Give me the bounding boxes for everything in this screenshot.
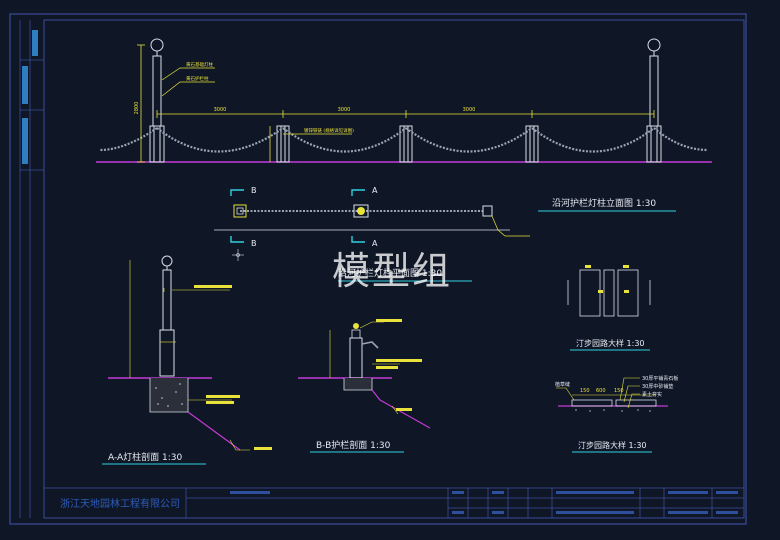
right-lamp-post: [646, 38, 662, 163]
plan-title: 沿河护栏灯柱平面图 1:30: [338, 267, 442, 279]
title-block: [43, 487, 745, 519]
step-dim-b: 600: [596, 388, 606, 394]
aa-leaders: [129, 260, 250, 451]
crosshair-icon: [232, 249, 244, 261]
watermark: 模型组: [332, 249, 452, 293]
binding-strip-text: [22, 30, 38, 164]
leader-3-text: 镀锌铁链 (规格详见详图): [304, 127, 354, 134]
elevation-dimensions: [137, 44, 655, 163]
aa-footing: [149, 378, 189, 413]
cut-b-top: B: [251, 186, 257, 195]
sheet-outer-frame: [9, 13, 747, 525]
bb-footing: [343, 378, 373, 391]
cut-a-top: A: [372, 186, 378, 195]
step-dim-a: 150: [580, 388, 590, 394]
binding-strip: [19, 20, 44, 518]
aa-slope: [187, 411, 241, 451]
plan-post-b-inner: [236, 207, 244, 215]
cut-markers: [230, 189, 365, 243]
bb-slope: [371, 389, 431, 429]
step-stone-bottom: [556, 377, 668, 412]
aa-gravel: [155, 383, 183, 407]
step-bottom-title: 汀步园路大样 1:30: [578, 440, 647, 450]
aa-title: A-A灯柱剖面 1:30: [108, 451, 183, 463]
step-label-left: 植草缝: [555, 381, 570, 388]
plan-post-a: [353, 204, 369, 218]
elevation-title: 沿河护栏灯柱立面图 1:30: [552, 197, 656, 209]
cut-a-bottom: A: [372, 239, 378, 248]
fence-post-1: [276, 125, 290, 163]
step-label-1: 30厚平铺青石板: [642, 375, 678, 382]
bb-post-cap: [353, 323, 359, 329]
elevation-leaders: [161, 67, 352, 135]
title-block-cells: [230, 491, 738, 514]
dim-right-label: 3000: [463, 107, 476, 113]
main-elevation: 3000 3000 3000 2800 黄石基础灯柱 黄石护栏柱 镀锌铁链 (规…: [96, 38, 712, 163]
fence-post-2: [399, 125, 413, 163]
plan-leader: [491, 215, 530, 237]
step-label-2: 30厚中砂铺垫: [642, 383, 673, 390]
step-label-3: 素土夯实: [642, 391, 662, 398]
bb-post: [349, 337, 363, 379]
section-aa: [108, 255, 272, 451]
bb-post-top: [351, 329, 361, 339]
step-stone-top: [567, 269, 651, 317]
aa-lamp-head: [161, 255, 173, 267]
cut-b-bottom: B: [251, 239, 257, 248]
bb-chain-ring: [361, 341, 379, 349]
plan-post-end: [482, 205, 493, 217]
plan-lamp-marker: [357, 207, 365, 215]
section-bb: [298, 319, 431, 429]
step-top-title: 汀步园路大样 1:30: [576, 338, 645, 348]
bb-leader-text: [376, 319, 422, 411]
aa-lamp-shaft: [162, 269, 172, 331]
dim-mid-label: 3000: [338, 107, 351, 113]
aa-leader-text: [194, 285, 272, 450]
fence-post-3: [525, 125, 539, 163]
leader-2-text: 黄石护栏柱: [186, 75, 209, 82]
plan-view: B B A A: [214, 186, 530, 261]
left-lamp-post: [149, 38, 165, 163]
leader-1-text: 黄石基础灯柱: [186, 61, 213, 68]
company-name: 浙江天地园林工程有限公司: [60, 497, 180, 510]
dim-left-label: 3000: [214, 107, 227, 113]
plan-post-b: [233, 204, 247, 218]
step-dim-c: 150: [614, 388, 624, 394]
step-stone-top-marks: [585, 265, 629, 293]
fence-chains: [99, 127, 709, 153]
bb-title: B-B护栏剖面 1:30: [316, 439, 391, 451]
dim-height-label: 2800: [134, 102, 140, 115]
aa-lamp-base: [159, 329, 175, 377]
